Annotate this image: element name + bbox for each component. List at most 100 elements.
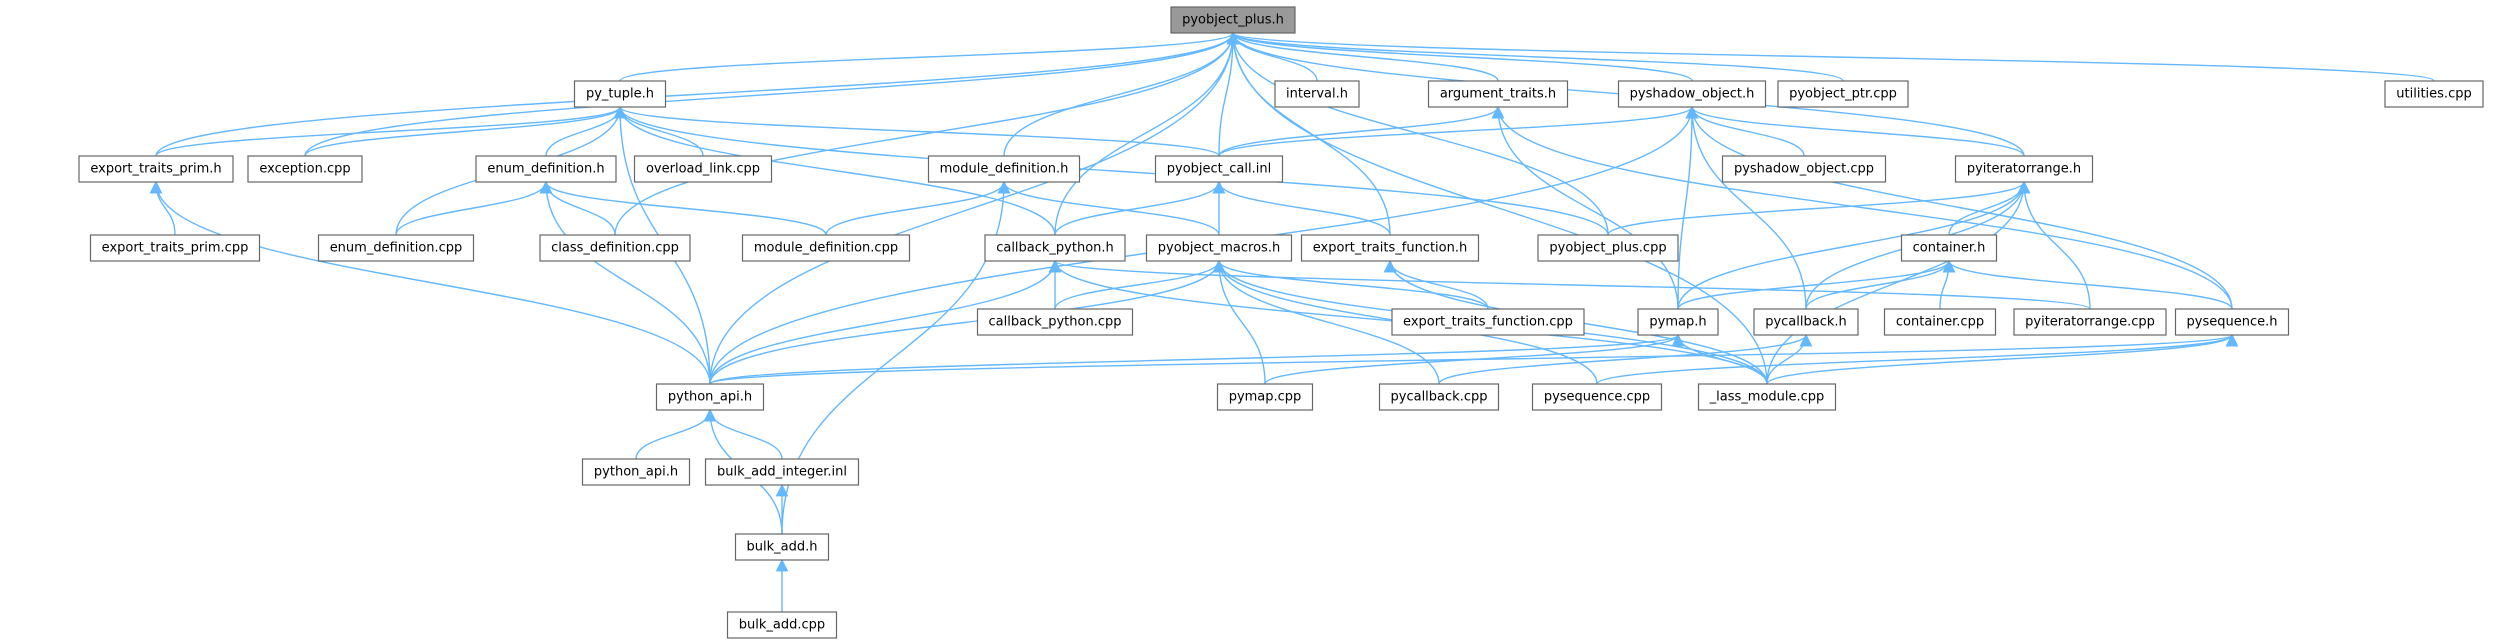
node-lass-module-cpp[interactable]: _lass_module.cpp — [1697, 383, 1837, 411]
node-bulk-add-h[interactable]: bulk_add.h — [734, 533, 830, 561]
node-argument-traits-h[interactable]: argument_traits.h — [1427, 80, 1569, 108]
node-pysequence-h[interactable]: pysequence.h — [2174, 308, 2290, 336]
node-label: pyobject_macros.h — [1158, 241, 1280, 256]
node-pymap-h[interactable]: pymap.h — [1637, 308, 1719, 336]
node-pycallback-cpp[interactable]: pycallback.cpp — [1378, 383, 1500, 411]
edge-pyshadow_object_cpp-to-pyshadow_object_h — [1685, 105, 1805, 157]
node-export-traits-prim-cpp[interactable]: export_traits_prim.cpp — [89, 234, 261, 262]
node-pyiteratorrange-cpp[interactable]: pyiteratorrange.cpp — [2013, 308, 2167, 336]
node-box — [1427, 80, 1569, 108]
node-box — [704, 458, 860, 486]
node-label: bulk_add.cpp — [739, 618, 825, 633]
edge-pysequence_h-to-container_h — [1942, 259, 2233, 310]
node-export-traits-function-cpp[interactable]: export_traits_function.cpp — [1391, 308, 1585, 336]
edge-pymap_cpp-to-pyobject_macros_h — [1212, 259, 1266, 385]
edge-pysequence_h-to-pyshadow_object_h — [1685, 105, 2233, 310]
node-class-definition-cpp[interactable]: class_definition.cpp — [539, 234, 691, 262]
node-callback-python-cpp[interactable]: callback_python.cpp — [976, 308, 1134, 336]
node-label: export_traits_prim.h — [90, 162, 221, 177]
node-box — [1378, 383, 1500, 411]
edge-pymap_h-to-pyshadow_object_h — [1677, 105, 1699, 310]
node-label: interval.h — [1286, 87, 1348, 102]
edge-pymap_h-to-argument_traits_h — [1491, 105, 1679, 310]
node-pyobject-macros-h[interactable]: pyobject_macros.h — [1145, 234, 1293, 262]
node-bulk-add-integer-inl[interactable]: bulk_add_integer.inl — [704, 458, 860, 486]
edge-pysequence_h-to-argument_traits_h — [1491, 105, 2233, 310]
node-utilities-cpp[interactable]: utilities.cpp — [2384, 80, 2484, 108]
node-box — [984, 234, 1126, 262]
node-pycallback-h[interactable]: pycallback.h — [1753, 308, 1859, 336]
node-pyshadow-object-h[interactable]: pyshadow_object.h — [1617, 80, 1767, 108]
node-module-definition-cpp[interactable]: module_definition.cpp — [741, 234, 911, 262]
edge-pyiteratorrange_h-to-pyshadow_object_h — [1685, 105, 2025, 157]
edge-pyobject_call_inl-to-pyobject_plus_h — [1218, 31, 1240, 157]
edge-lass_module_cpp-to-pyobject_plus_h — [1226, 31, 1768, 385]
node-container-cpp[interactable]: container.cpp — [1883, 308, 1997, 336]
edge-module_definition_cpp-to-enum_definition_h — [539, 180, 827, 236]
node-box — [317, 234, 475, 262]
node-box — [1721, 155, 1887, 183]
node-pyobject-plus-h[interactable]: pyobject_plus.h — [1170, 6, 1296, 34]
node-box — [1883, 308, 1997, 336]
node-label: export_traits_function.cpp — [1403, 315, 1573, 330]
edge-class_definition_cpp-to-pyobject_plus_h — [614, 31, 1240, 236]
node-container-h[interactable]: container.h — [1900, 234, 1998, 262]
edge-callback_python_h-to-pyobject_plus_h — [1054, 31, 1240, 236]
node-exception-cpp[interactable]: exception.cpp — [247, 155, 363, 183]
edge-pyobject_plus_cpp-to-pyiteratorrange_h — [1607, 180, 2031, 236]
node-label: py_tuple.h — [586, 87, 654, 102]
node-label: export_traits_prim.cpp — [102, 241, 249, 256]
node-label: export_traits_function.h — [1313, 241, 1467, 256]
node-pyobject-ptr-cpp[interactable]: pyobject_ptr.cpp — [1777, 80, 1909, 108]
node-pyobject-call-inl[interactable]: pyobject_call.inl — [1154, 155, 1284, 183]
node-export-traits-prim-h[interactable]: export_traits_prim.h — [78, 155, 234, 183]
node-box — [1537, 234, 1679, 262]
node-callback-python-h[interactable]: callback_python.h — [984, 234, 1126, 262]
node-pyobject-plus-cpp[interactable]: pyobject_plus.cpp — [1537, 234, 1679, 262]
node-box — [1637, 308, 1719, 336]
node-pysequence-cpp[interactable]: pysequence.cpp — [1531, 383, 1663, 411]
node-label: enum_definition.cpp — [330, 241, 463, 256]
node-box — [927, 155, 1081, 183]
node-label: pysequence.h — [2187, 315, 2278, 330]
node-label: pymap.cpp — [1229, 390, 1302, 405]
node-py-tuple-h[interactable]: py_tuple.h — [573, 80, 667, 108]
edge-pyshadow_object_h-to-pyobject_plus_h — [1226, 31, 1693, 82]
node-bulk-add-cpp[interactable]: bulk_add.cpp — [726, 611, 838, 639]
edge-callback_python_cpp-to-pyobject_macros_h — [1054, 259, 1226, 310]
dependency-edges — [149, 31, 2435, 612]
node-label: pyshadow_object.h — [1630, 87, 1755, 102]
edge-bulk_add_integer_inl-to-python_api_h — [703, 408, 783, 460]
edge-exception_cpp-to-py_tuple_h — [304, 105, 627, 157]
node-export-traits-function-h[interactable]: export_traits_function.h — [1300, 234, 1480, 262]
node-enum-definition-cpp[interactable]: enum_definition.cpp — [317, 234, 475, 262]
edge-pyobject_macros_h-to-module_definition_h — [997, 180, 1220, 236]
edge-pycallback_h-to-container_h — [1805, 259, 1956, 310]
node-pymap-cpp[interactable]: pymap.cpp — [1216, 383, 1314, 411]
node-python-api-h2[interactable]: python_api.h — [581, 458, 691, 486]
node-module-definition-h[interactable]: module_definition.h — [927, 155, 1081, 183]
node-box — [1300, 234, 1480, 262]
node-pyiteratorrange-h[interactable]: pyiteratorrange.h — [1954, 155, 2094, 183]
edge-utilities_cpp-to-pyobject_plus_h — [1227, 31, 2435, 82]
file-nodes: pyobject_plus.h py_tuple.h interval.h argum… — [78, 6, 2484, 639]
node-label: pycallback.cpp — [1391, 390, 1488, 405]
node-pyshadow-object-cpp[interactable]: pyshadow_object.cpp — [1721, 155, 1887, 183]
node-label: pyobject_plus.h — [1182, 13, 1284, 28]
node-python-api-h[interactable]: python_api.h — [655, 383, 765, 411]
node-box — [655, 383, 765, 411]
edge-export_traits_function_cpp-to-pyobject_macros_h — [1212, 259, 1489, 310]
node-interval-h[interactable]: interval.h — [1274, 80, 1360, 108]
edge-pyobject_call_inl-to-argument_traits_h — [1218, 105, 1505, 157]
node-box — [1777, 80, 1909, 108]
edge-lass_module_cpp-to-pycallback_h — [1766, 333, 1813, 385]
node-box — [741, 234, 911, 262]
edge-python_api_h2-to-python_api_h — [635, 408, 717, 460]
node-box — [475, 155, 617, 183]
node-overload-link-cpp[interactable]: overload_link.cpp — [633, 155, 773, 183]
node-enum-definition-h[interactable]: enum_definition.h — [475, 155, 617, 183]
node-label: module_definition.cpp — [754, 241, 898, 256]
node-label: exception.cpp — [259, 162, 350, 177]
node-label: overload_link.cpp — [646, 162, 760, 177]
